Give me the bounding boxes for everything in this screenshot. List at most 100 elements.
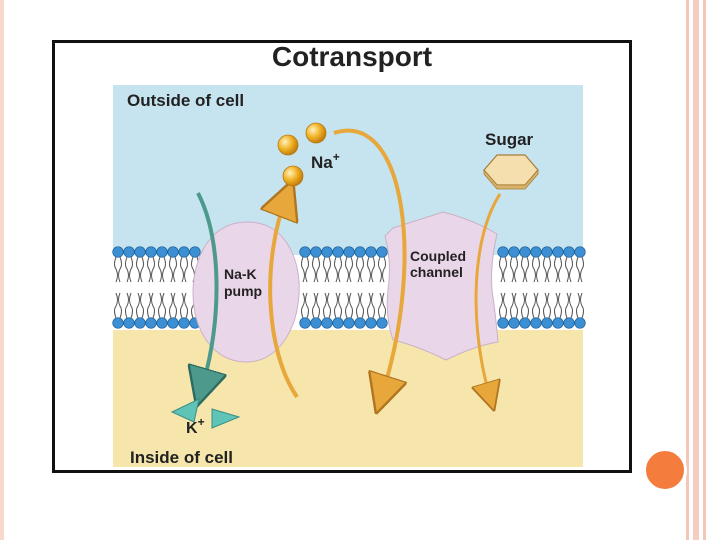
lipid-head <box>497 246 509 258</box>
lipid-tail <box>162 256 166 283</box>
lipid-tail <box>312 256 316 283</box>
sugar-molecule-side <box>483 168 539 190</box>
lipid-head <box>310 317 322 329</box>
lipid-tail <box>184 292 188 319</box>
lipid-head <box>134 317 146 329</box>
na-ion <box>282 165 304 187</box>
lipid-head <box>365 246 377 258</box>
lipid-tail <box>543 292 547 319</box>
lipid-head <box>508 246 520 258</box>
lipid-tail <box>316 256 320 283</box>
lipid-head <box>332 246 344 258</box>
lipid-bilayer <box>112 246 586 329</box>
diagram-title: Cotransport <box>272 41 432 72</box>
lipid-tail <box>334 256 338 283</box>
lipid-head <box>563 246 575 258</box>
inside-label: Inside of cell <box>130 448 233 467</box>
lipid-head <box>376 246 388 258</box>
lipid-tail <box>521 256 525 283</box>
lipid-tail <box>125 256 129 283</box>
right-edge-stripe <box>703 0 706 540</box>
lipid-tail <box>349 256 353 283</box>
lipid-tail <box>382 292 386 319</box>
lipid-tail <box>169 256 173 283</box>
lipid-tail <box>345 256 349 283</box>
lipid-tail <box>173 256 177 283</box>
lipid-tail <box>140 292 144 319</box>
lipid-head <box>552 246 564 258</box>
lipid-tail <box>371 292 375 319</box>
lipid-head <box>299 246 311 258</box>
lipid-tail <box>565 256 569 283</box>
lipid-tail <box>305 292 309 319</box>
lipid-head <box>178 317 190 329</box>
lipid-tail <box>580 292 584 319</box>
lipid-head <box>376 317 388 329</box>
lipid-head <box>354 246 366 258</box>
lipid-tail <box>503 256 507 283</box>
lipid-head <box>530 246 542 258</box>
lipid-tail <box>129 256 133 283</box>
lipid-tail <box>180 292 184 319</box>
lipid-tail <box>510 256 514 283</box>
right-edge-stripe <box>693 0 699 540</box>
lipid-tail <box>118 292 122 319</box>
lipid-tail <box>569 256 573 283</box>
lipid-tail <box>158 256 162 283</box>
lipid-head <box>365 317 377 329</box>
lipid-head <box>299 317 311 329</box>
lipid-head <box>167 317 179 329</box>
lipid-head <box>189 246 201 258</box>
lipid-tail <box>576 292 580 319</box>
na-ion <box>277 134 299 156</box>
lipid-tail <box>327 292 331 319</box>
lipid-tail <box>184 256 188 283</box>
lipid-tail <box>151 292 155 319</box>
lipid-tail <box>173 292 177 319</box>
lipid-head <box>354 317 366 329</box>
lipid-tail <box>371 256 375 283</box>
k-charge: + <box>198 415 205 429</box>
pump-label-line2: pump <box>224 283 262 299</box>
lipid-tail <box>334 292 338 319</box>
lipid-head <box>519 317 531 329</box>
lipid-tail <box>367 256 371 283</box>
coupled-channel-protein <box>384 211 499 361</box>
lipid-head <box>156 317 168 329</box>
lipid-tail <box>316 292 320 319</box>
pump-label-line1: Na-K <box>224 266 257 282</box>
lipid-tail <box>180 256 184 283</box>
lipid-head <box>574 317 586 329</box>
lipid-head <box>343 317 355 329</box>
lipid-tail <box>349 292 353 319</box>
na-pump-arrow <box>270 198 297 399</box>
lipid-tail <box>536 292 540 319</box>
lipid-tail <box>305 256 309 283</box>
lipid-tail <box>323 256 327 283</box>
lipid-head <box>112 246 124 258</box>
lipid-head <box>167 246 179 258</box>
channel-label-line2: channel <box>410 264 463 280</box>
lipid-tail <box>323 292 327 319</box>
left-edge-strip <box>0 0 4 540</box>
lipid-tail <box>558 292 562 319</box>
channel-label-line1: Coupled <box>410 248 466 264</box>
lipid-tail <box>569 292 573 319</box>
na-ion <box>305 122 327 144</box>
lipid-tail <box>114 256 118 283</box>
lipid-head <box>134 246 146 258</box>
lipid-tail <box>136 292 140 319</box>
lipid-tail <box>521 292 525 319</box>
lipid-tail <box>129 292 133 319</box>
lipid-tail <box>514 256 518 283</box>
lipid-tail <box>543 256 547 283</box>
lipid-head <box>552 317 564 329</box>
lipid-tail <box>525 256 529 283</box>
lipid-tail <box>140 256 144 283</box>
lipid-head <box>310 246 322 258</box>
lipid-tail <box>532 292 536 319</box>
lipid-tail <box>378 256 382 283</box>
lipid-head <box>321 317 333 329</box>
lipid-tail <box>532 256 536 283</box>
lipid-tail <box>312 292 316 319</box>
